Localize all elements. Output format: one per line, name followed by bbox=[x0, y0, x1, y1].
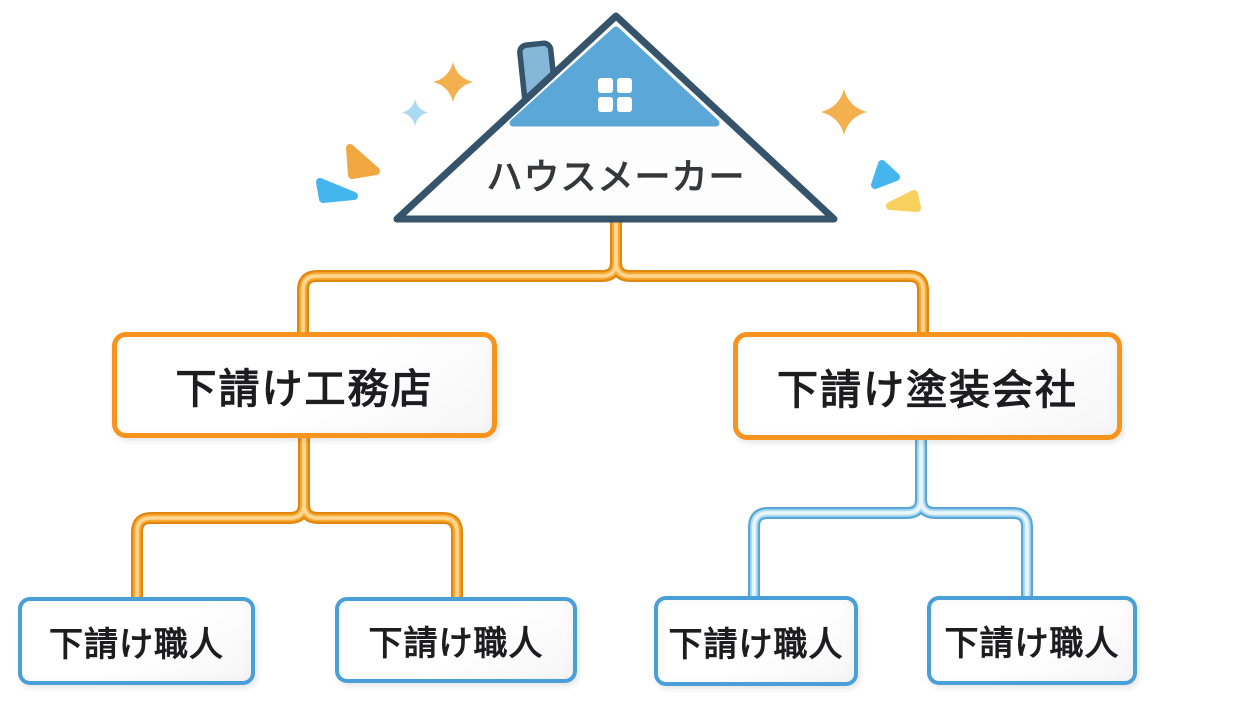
node-worker-3-label: 下請け職人 bbox=[668, 624, 844, 665]
node-subcontractor-builder: 下請け工務店 bbox=[112, 332, 497, 438]
house-icon bbox=[393, 12, 838, 223]
node-worker-1: 下請け職人 bbox=[18, 597, 255, 685]
node-worker-2: 下請け職人 bbox=[335, 597, 577, 683]
node-subcontractor-painter: 下請け塗装会社 bbox=[733, 332, 1122, 440]
node-worker-2-label: 下請け職人 bbox=[368, 623, 544, 664]
node-worker-3: 下請け職人 bbox=[654, 596, 858, 686]
node-subcontractor-painter-label: 下請け塗装会社 bbox=[777, 366, 1078, 414]
sparkle-shard-icon-left-orange bbox=[346, 144, 380, 179]
sparkle-shard-icon-right-blue bbox=[871, 160, 900, 189]
node-worker-4-label: 下請け職人 bbox=[944, 624, 1120, 664]
node-worker-1-label: 下請け職人 bbox=[49, 624, 224, 665]
node-worker-4: 下請け職人 bbox=[927, 596, 1137, 685]
sparkle-shard-icon-right-yellow bbox=[886, 190, 921, 212]
sparkle-star-icon-left-orange bbox=[433, 62, 473, 102]
window-icon bbox=[598, 78, 632, 112]
connector-builder-to-workers bbox=[131, 431, 463, 604]
sparkle-shard-icon-left-blue bbox=[316, 178, 358, 203]
connector-painter-to-workers bbox=[748, 433, 1033, 604]
connector-house-to-contractors bbox=[297, 215, 929, 340]
node-housemaker-label: ハウスメーカー bbox=[486, 157, 746, 198]
sparkle-star-icon-right-orange bbox=[821, 89, 867, 135]
node-subcontractor-builder-label: 下請け工務店 bbox=[175, 365, 434, 413]
sparkle-star-icon-left-blue bbox=[402, 99, 428, 126]
